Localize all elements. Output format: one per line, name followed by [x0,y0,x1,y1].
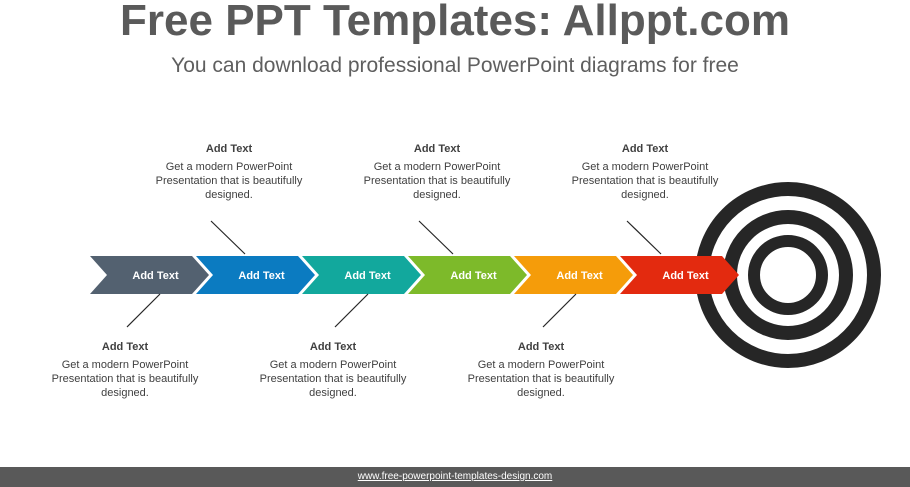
callout-heading: Add Text [517,341,565,353]
callout-body: Get a modern PowerPoint Presentation tha… [51,359,199,399]
chevron-step-5: Add Text [514,256,633,294]
chevron-step-1: Add Text [90,256,209,294]
callout-note-2: Add Text Get a modern PowerPoint Present… [149,142,309,202]
callout-heading: Add Text [413,143,461,155]
chevron-label: Add Text [238,270,285,282]
chevron-label: Add Text [662,270,709,282]
chevron-label: Add Text [344,270,391,282]
callout-note-6: Add Text Get a modern PowerPoint Present… [565,142,725,202]
footer-link[interactable]: www.free-powerpoint-templates-design.com [357,471,553,482]
callout-heading: Add Text [205,143,253,155]
callout-body: Get a modern PowerPoint Presentation tha… [259,359,407,399]
chevron-step-2: Add Text [196,256,315,294]
leader-line-6 [626,220,662,255]
target-ring-inner [748,235,828,315]
chevron-label: Add Text [450,270,497,282]
callout-heading: Add Text [101,341,149,353]
footer-bar: www.free-powerpoint-templates-design.com [0,467,910,487]
leader-line-5 [542,293,577,328]
target-ring-middle [723,210,853,340]
chevron-step-4: Add Text [408,256,527,294]
leader-line-1 [126,293,161,328]
callout-heading: Add Text [621,143,669,155]
leader-line-2 [210,220,246,255]
chevron-step-3: Add Text [302,256,421,294]
leader-line-3 [334,293,369,328]
callout-body: Get a modern PowerPoint Presentation tha… [571,161,719,201]
callout-body: Get a modern PowerPoint Presentation tha… [363,161,511,201]
chevron-step-6: Add Text [620,256,739,294]
callout-body: Get a modern PowerPoint Presentation tha… [155,161,303,201]
chevron-label: Add Text [132,270,179,282]
callout-heading: Add Text [309,341,357,353]
callout-note-5: Add Text Get a modern PowerPoint Present… [461,340,621,400]
leader-line-4 [418,220,454,255]
callout-body: Get a modern PowerPoint Presentation tha… [467,359,615,399]
page-title: Free PPT Templates: Allppt.com [120,0,790,45]
chevron-label: Add Text [556,270,603,282]
page-subtitle: You can download professional PowerPoint… [171,54,739,77]
callout-note-1: Add Text Get a modern PowerPoint Present… [45,340,205,400]
callout-note-3: Add Text Get a modern PowerPoint Present… [253,340,413,400]
callout-note-4: Add Text Get a modern PowerPoint Present… [357,142,517,202]
